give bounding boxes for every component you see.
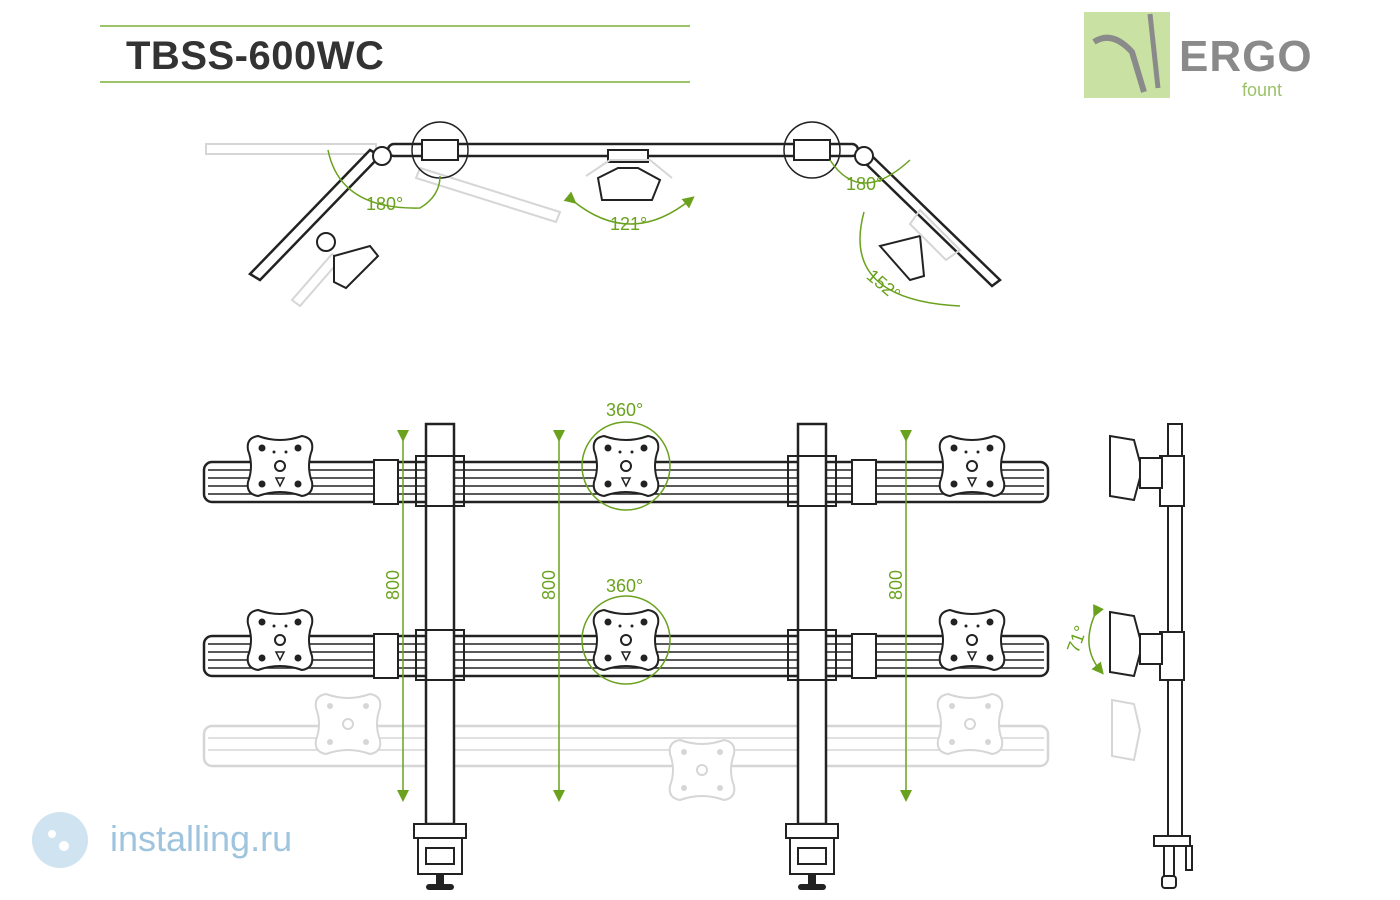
height-label-right: 800 (886, 570, 906, 600)
side-view: 71° (1063, 423, 1193, 889)
ergo-logo: ERGO fount (1084, 8, 1314, 118)
logo-sub: fount (1242, 80, 1283, 100)
height-label-left: 800 (383, 570, 403, 600)
tilt-label: 71° (1063, 623, 1091, 655)
clamp-right (785, 823, 839, 890)
watermark-globe-icon (32, 812, 88, 868)
clamp-left (413, 823, 467, 890)
height-label-center: 800 (539, 570, 559, 600)
logo-brand: ERGO (1179, 32, 1313, 81)
angle-label-left: 180° (366, 194, 403, 214)
angle-label-center: 121° (610, 214, 647, 234)
logo-mark-icon (1084, 12, 1170, 98)
top-view: 180° 121° 180° 152° (205, 121, 1002, 308)
watermark: installing.ru (22, 806, 318, 872)
front-view: 360° 360° 800 800 800 (202, 400, 1050, 890)
rotation-label-lower: 360° (606, 576, 643, 596)
rotation-label-upper: 360° (606, 400, 643, 420)
angle-label-right: 180° (846, 174, 883, 194)
watermark-text: installing.ru (110, 818, 293, 859)
page-title: TBSS-600WC (126, 34, 385, 78)
